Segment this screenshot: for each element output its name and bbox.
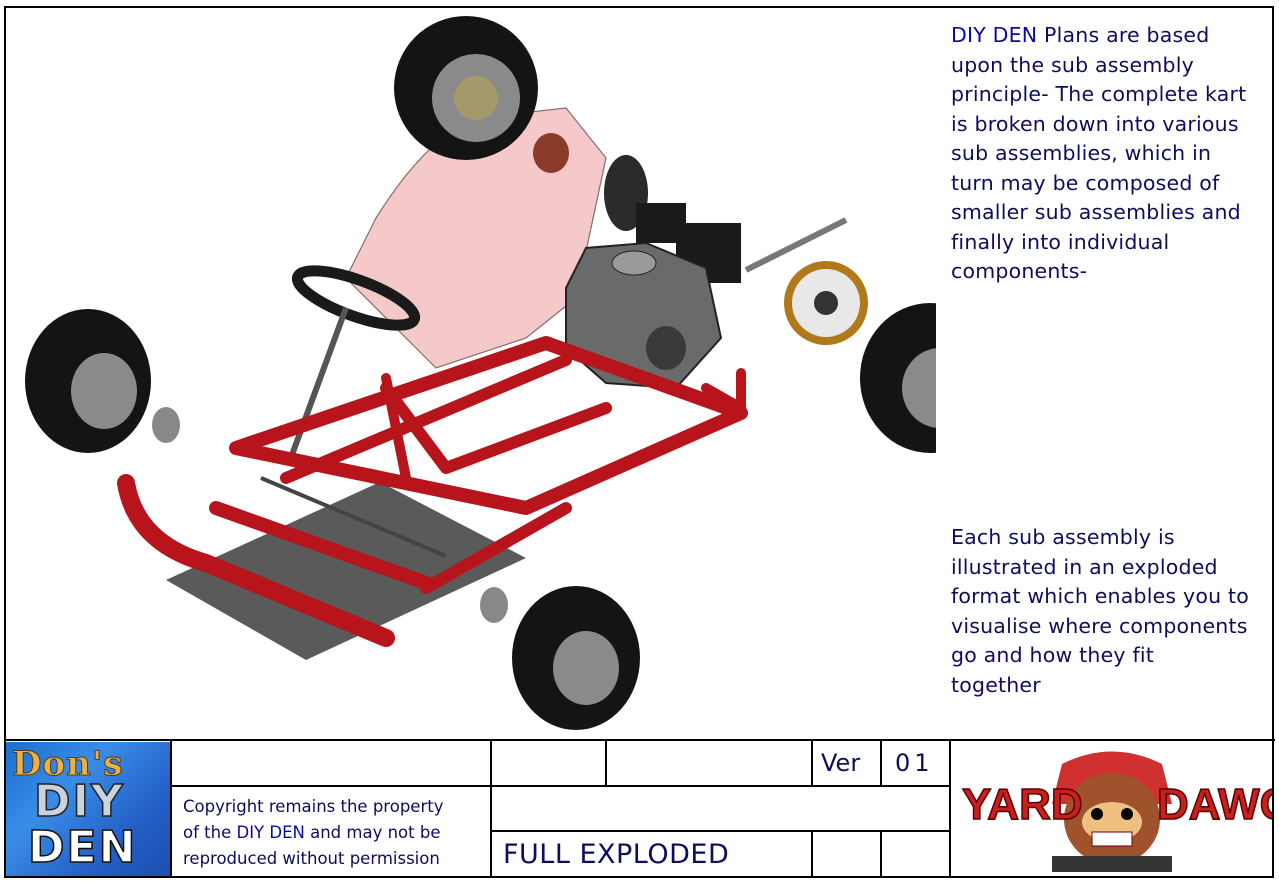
steering-wheel (291, 265, 421, 331)
copyright-line: reproduced without permission (183, 849, 440, 868)
description-line: principle- The complete kart (951, 82, 1247, 106)
title-block-line (170, 741, 172, 878)
description-line: DIY DEN Plans are based (951, 21, 1271, 51)
copyright-notice: Copyright remains the property of the DI… (183, 794, 483, 872)
title-block-line (490, 830, 951, 832)
description-line: illustrated in an exploded (951, 554, 1218, 579)
copyright-line-text: and may not be (304, 823, 441, 842)
title-block-line (490, 741, 492, 878)
description-line: format which enables you to (951, 584, 1249, 608)
title-block-line (880, 831, 882, 878)
logo-word-yard: YARD (962, 780, 1083, 829)
logo-text-den: DEN (27, 821, 138, 874)
title-block-line (170, 785, 951, 787)
logo-text-diy: DIY (33, 775, 125, 828)
engine (565, 203, 741, 390)
logo-word-dawg: DAWG (1157, 780, 1272, 829)
copyright-line-text: of the (183, 823, 237, 842)
description-line: turn may be composed of (951, 170, 1220, 195)
brand-highlight: DIY DEN (236, 823, 305, 842)
title-block-line (949, 741, 951, 878)
tie-rod (260, 476, 447, 558)
description-line: smaller sub assemblies and (951, 200, 1241, 224)
copyright-line: of the DIY DEN and may not be (183, 820, 483, 846)
description-paragraph-2: Each sub assembly is illustrated in an e… (951, 523, 1271, 700)
kart-frame (117, 336, 748, 647)
tire-front-right (512, 586, 640, 730)
description-paragraph-1: DIY DEN Plans are based upon the sub ass… (951, 21, 1271, 287)
description-line: is broken down into various (951, 111, 1239, 136)
description-line: Each sub assembly is (951, 525, 1175, 549)
logo-text-dons: Don's (11, 744, 124, 785)
dons-diy-den-logo: Don's DIY DEN (6, 742, 170, 876)
title-block-line (811, 741, 813, 786)
tire-rear-right (860, 303, 936, 453)
rear-axle-bracket (744, 217, 848, 273)
title-block-line (811, 831, 813, 878)
description-line: visualise where components (951, 613, 1248, 638)
steering-column (286, 306, 349, 465)
description-line-text: Plans are based (1037, 23, 1210, 47)
floor-pan (166, 482, 526, 660)
title-block-line (880, 741, 882, 786)
drawing-sheet-border (4, 6, 1274, 878)
yard-dawg-logo: YARD DAWG (952, 744, 1272, 876)
description-line: together (951, 672, 1041, 697)
title-block-divider (4, 739, 1275, 741)
version-value: 01 (895, 749, 934, 777)
brand-highlight: DIY DEN (951, 23, 1038, 47)
description-line: upon the sub assembly (951, 52, 1194, 77)
tire-rear-left (394, 16, 538, 160)
rear-sprocket (784, 261, 868, 345)
title-block-line (605, 741, 607, 786)
front-right-hub (480, 587, 508, 623)
go-kart-exploded-illustration (25, 16, 936, 730)
copyright-line: Copyright remains the property (183, 797, 444, 816)
tire-front-left (25, 309, 151, 453)
rear-hub-upper (533, 133, 569, 173)
version-label: Ver (821, 749, 861, 777)
front-left-hub (152, 407, 180, 443)
drawing-title: FULL EXPLODED (503, 839, 730, 870)
description-line: finally into individual (951, 229, 1170, 254)
description-line: components- (951, 259, 1088, 283)
description-line: go and how they fit (951, 643, 1155, 667)
description-line: sub assemblies, which in (951, 141, 1212, 165)
